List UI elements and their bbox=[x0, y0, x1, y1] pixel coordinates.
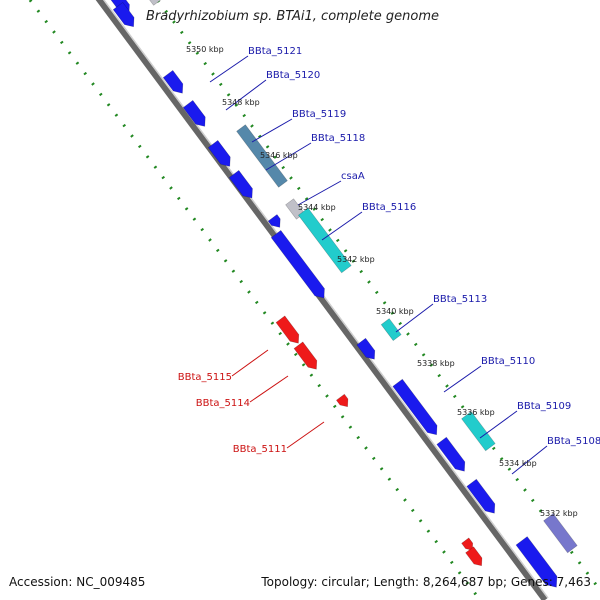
gene-feature bbox=[267, 214, 281, 228]
gc-track-left bbox=[28, 0, 482, 600]
gc-content-track bbox=[28, 0, 600, 600]
kbp-tick-label: 5342 kbp bbox=[337, 255, 375, 264]
gene-feature bbox=[461, 411, 496, 452]
gene-label: BBta_5120 bbox=[266, 70, 320, 81]
gc-track-right bbox=[155, 0, 600, 591]
gene-label: BBta_5118 bbox=[311, 133, 365, 144]
accession-text: Accession: NC_009485 bbox=[9, 575, 146, 589]
kbp-tick-label: 5350 kbp bbox=[186, 45, 224, 54]
gene-feature bbox=[275, 315, 300, 344]
callout-line bbox=[265, 142, 312, 171]
gene-feature bbox=[461, 537, 474, 551]
kbp-tick-label: 5346 kbp bbox=[260, 151, 298, 160]
gene-label: BBta_5113 bbox=[433, 294, 487, 305]
gene-feature bbox=[466, 478, 496, 514]
gene-label: BBta_5116 bbox=[362, 202, 416, 213]
callout-line bbox=[321, 211, 363, 241]
callout-line bbox=[225, 79, 267, 111]
kbp-tick-label: 5340 kbp bbox=[376, 307, 414, 316]
gene-feature bbox=[515, 536, 558, 588]
kbp-tick-label: 5338 kbp bbox=[417, 359, 455, 368]
gene-feature bbox=[465, 546, 483, 567]
callout-line bbox=[251, 118, 293, 143]
callout-line bbox=[286, 421, 325, 449]
gene-feature bbox=[149, 0, 162, 6]
callout-line bbox=[231, 349, 269, 377]
gene-feature bbox=[207, 139, 231, 167]
callout-line bbox=[395, 303, 434, 333]
gene-feature bbox=[380, 318, 402, 342]
kbp-tick-label: 5344 kbp bbox=[298, 203, 336, 212]
gene-label: csaA bbox=[341, 171, 365, 182]
gene-feature bbox=[228, 169, 253, 199]
topology-text: Topology: circular; Length: 8,264,687 bp… bbox=[261, 575, 591, 589]
kbp-tick-label: 5334 kbp bbox=[499, 459, 537, 468]
gene-feature bbox=[392, 378, 438, 436]
gene-feature bbox=[112, 1, 135, 28]
gene-label: BBta_5110 bbox=[481, 356, 535, 367]
callout-line bbox=[297, 180, 342, 206]
kbp-tick-label: 5336 kbp bbox=[457, 408, 495, 417]
callout-line bbox=[249, 375, 289, 403]
callout-line bbox=[511, 445, 548, 475]
gene-label: BBta_5119 bbox=[292, 109, 346, 120]
gene-feature bbox=[543, 513, 578, 554]
gene-label: BBta_5109 bbox=[517, 401, 571, 412]
callout-line bbox=[209, 55, 249, 83]
kbp-ticks: 5350 kbp 5348 kbp 5346 kbp 5344 kbp 5342 kbp… bbox=[186, 45, 578, 518]
gene-feature bbox=[293, 341, 318, 370]
gene-feature bbox=[356, 337, 376, 360]
kbp-tick-label: 5332 kbp bbox=[540, 509, 578, 518]
gene-feature bbox=[270, 229, 325, 299]
gene-label: BBta_5121 bbox=[248, 46, 302, 57]
gene-feature bbox=[162, 69, 184, 94]
kbp-tick-label: 5348 kbp bbox=[222, 98, 260, 107]
gene-label: BBta_5111 bbox=[233, 444, 287, 455]
gene-feature bbox=[182, 99, 206, 127]
gene-feature bbox=[297, 207, 352, 274]
gene-label: BBta_5114 bbox=[196, 398, 250, 409]
gene-feature bbox=[436, 436, 466, 472]
callout-line bbox=[479, 410, 518, 439]
gene-feature bbox=[335, 393, 349, 408]
gene-feature bbox=[236, 124, 288, 188]
genome-title: Bradyrhizobium sp. BTAi1, complete genom… bbox=[146, 9, 440, 24]
gene-features bbox=[110, 0, 578, 588]
callout-line bbox=[443, 365, 482, 393]
gene-label: BBta_5108 bbox=[547, 436, 600, 447]
gene-label: BBta_5115 bbox=[178, 372, 232, 383]
